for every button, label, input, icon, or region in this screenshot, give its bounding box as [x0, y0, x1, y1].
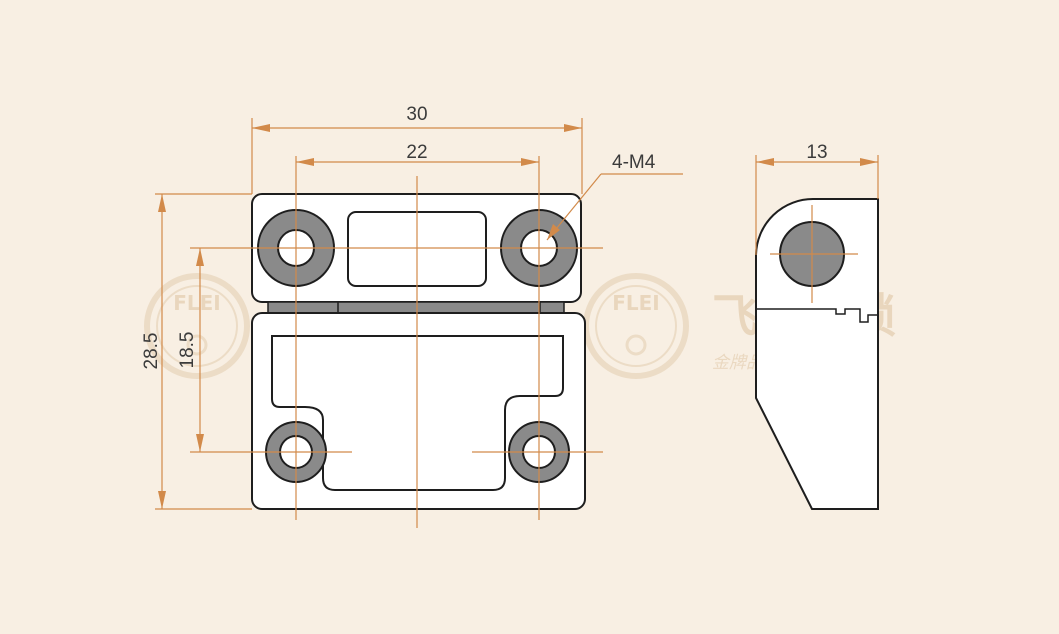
dimension-label-18-5: 18.5	[177, 332, 198, 369]
hinge-knuckle	[267, 301, 565, 314]
dimension-label-4-m4: 4-M4	[612, 152, 656, 173]
dimension-4-m4: 4-M4	[546, 152, 683, 241]
dimension-28-5: 28.5	[141, 193, 252, 510]
front-view	[190, 156, 603, 528]
side-view	[755, 197, 879, 510]
dimension-label-28-5: 28.5	[141, 333, 162, 370]
dimension-label-22: 22	[406, 142, 427, 163]
dimension-label-30: 30	[406, 104, 427, 125]
dimension-22: 22	[296, 142, 539, 166]
dimension-13: 13	[755, 142, 879, 255]
side-body	[755, 197, 879, 510]
dimension-30: 30	[251, 104, 583, 194]
watermark-badge-left: FLEI	[173, 291, 221, 315]
dimension-label-13: 13	[806, 142, 827, 163]
center-lines	[190, 156, 603, 528]
dimension-18-5: 18.5	[177, 248, 204, 452]
watermark-badge-right: FLEI	[612, 291, 660, 315]
